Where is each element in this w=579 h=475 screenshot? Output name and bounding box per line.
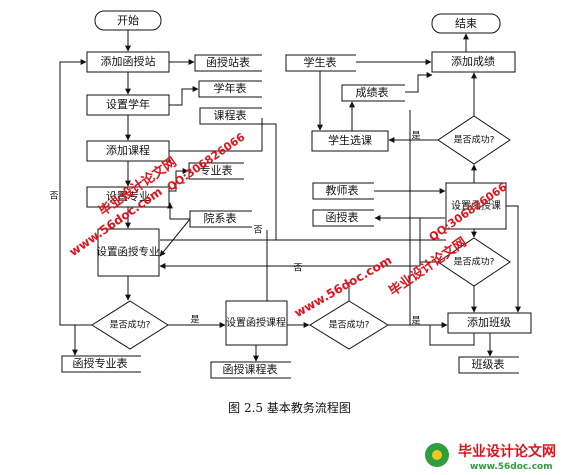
decision-top-right-label: 是否成功? [454, 134, 495, 146]
decision-bottom-right-label: 是否成功? [454, 256, 495, 268]
corr-major-table-label: 函授专业表 [73, 356, 128, 370]
edge-year-yeartable [169, 86, 199, 106]
class-table-label: 班级表 [472, 357, 505, 371]
station-table-label: 函授站表 [206, 55, 250, 69]
course-table [199, 107, 262, 125]
set-corr-major-label: 设置函授专业 [97, 245, 160, 258]
corr-course-table [210, 361, 291, 379]
edge-class-right-loop [506, 205, 521, 313]
logo-brand-text: 毕业设计论文网 [458, 443, 556, 460]
year-table [198, 80, 262, 98]
teacher-table [312, 182, 374, 200]
edge-course-coursetable [169, 118, 263, 152]
start-label: 开始 [117, 13, 139, 27]
edge-label-no-corr: 否 [253, 225, 262, 236]
figure-caption: 图 2.5 基本教务流程图 [228, 401, 351, 415]
edge-label-no-mid: 否 [293, 263, 302, 274]
dept-table-label: 院系表 [204, 211, 237, 225]
edge-gradetable-addgrade [405, 72, 433, 93]
watermark-site-2: www.56doc.com [292, 253, 394, 320]
grade-table-label: 成绩表 [356, 85, 389, 99]
add-grade-label: 添加成绩 [451, 54, 495, 68]
decision-mid-label: 是否成功? [329, 319, 370, 331]
corr-table-label: 函授表 [326, 210, 359, 224]
set-corr-course-label: 设置函授课程 [226, 316, 286, 329]
set-corr-major-text: 设置函授专业 [97, 245, 160, 258]
student-select-box [311, 130, 389, 152]
student-table [285, 54, 356, 72]
watermark-qq-2: QQ:306826066 [427, 180, 510, 244]
major-table [188, 162, 244, 180]
year-table-label: 学年表 [214, 81, 247, 95]
end-terminal [431, 13, 501, 34]
end-label: 结束 [455, 17, 477, 30]
edge-into-corrmajor [159, 218, 191, 257]
add-class-label: 添加班级 [467, 315, 511, 329]
decision-top-right [437, 115, 511, 165]
edge-label-yes-top: 是 [411, 131, 420, 142]
corr-table [312, 209, 374, 227]
corr-major-table [61, 355, 141, 373]
decision-left [91, 300, 169, 350]
student-table-label: 学生表 [304, 55, 337, 69]
edge-coursetable-down [160, 123, 277, 241]
grade-table [341, 84, 405, 102]
decision-mid [309, 300, 389, 350]
set-major-label: 设置专业 [106, 189, 150, 203]
decision-left-label: 是否成功? [110, 319, 151, 331]
brand-logo: 毕业设计论文网 www.56doc.com [425, 443, 556, 472]
add-course-label: 添加课程 [106, 143, 150, 157]
student-select-label: 学生选课 [328, 133, 372, 147]
edge-left-no-loop [59, 59, 92, 326]
corr-course-table-label: 函授课程表 [223, 362, 278, 376]
watermark-qq-1: QQ:306826066 [165, 130, 248, 194]
set-corr-class-label: 设置函授课 [451, 199, 501, 212]
edge-label-yes-mid: 是 [411, 316, 420, 327]
set-year-label: 设置学年 [106, 97, 150, 111]
edge-label-yes-left: 是 [190, 315, 199, 326]
edge-label-no-left: 否 [49, 191, 58, 202]
add-grade-box [431, 51, 516, 73]
course-table-label: 课程表 [214, 108, 247, 122]
logo-site-text: www.56doc.com [470, 462, 553, 472]
edge-major-majortable [169, 168, 189, 192]
station-table [194, 54, 262, 72]
class-table [458, 356, 519, 374]
edge-bottom-loop [429, 325, 475, 346]
edge-no-corrclass-loop [159, 261, 438, 269]
major-table-label: 专业表 [200, 163, 233, 177]
teacher-table-label: 教师表 [326, 183, 359, 197]
add-station-label: 添加函授站 [101, 54, 156, 68]
edge-dept-major [167, 202, 190, 220]
